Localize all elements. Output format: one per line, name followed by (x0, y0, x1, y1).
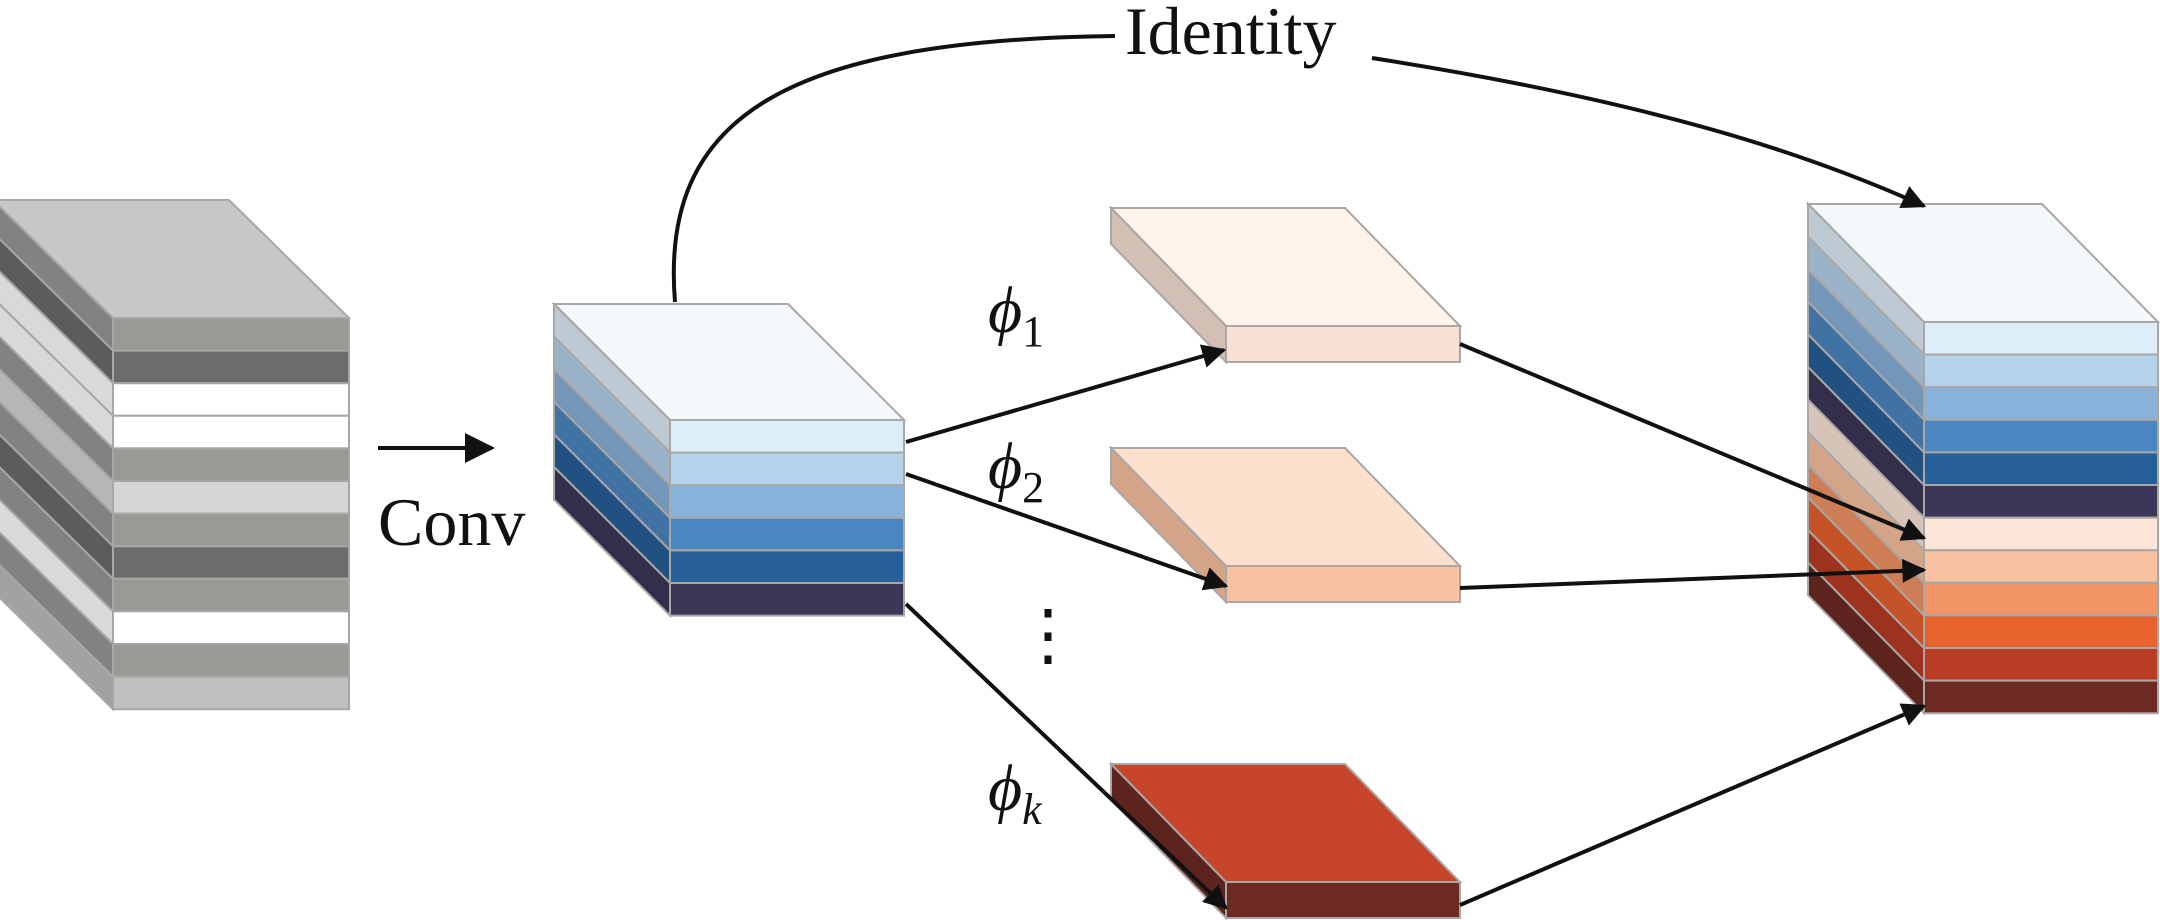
output-feature-stack (1805, 201, 2160, 716)
conv-layer-2-front (669, 451, 905, 487)
input-layer-6-front (112, 480, 350, 515)
input-layer-12-front (112, 675, 350, 711)
input-layer-4-front (112, 414, 350, 450)
input-feature-stack (0, 199, 352, 712)
phi-1-feature-map (1108, 205, 1463, 365)
output-layer-6-front (1923, 484, 2159, 519)
output-layer-1-front (1923, 321, 2159, 356)
output-layer-5-front (1923, 451, 2159, 486)
output-layer-2-front (1923, 353, 2159, 389)
conv-layer-5-front (669, 549, 905, 584)
conv-label: Conv (378, 484, 525, 560)
arrow-to-phi-2 (905, 472, 1229, 591)
conv-layer-6-front (669, 582, 905, 617)
input-layer-2-front (112, 349, 350, 385)
input-layer-9-front (112, 577, 350, 613)
input-layer-7-front (112, 512, 350, 548)
conv-layer-1-front (669, 419, 905, 454)
output-layer-7-front (1923, 516, 2159, 552)
phi-2-label: ϕ2 (988, 430, 1044, 512)
arrow-to-phi-1 (905, 344, 1227, 444)
input-layer-11-front (112, 643, 350, 678)
ellipsis-label: ⋮ (1014, 597, 1082, 673)
phi-2-layer-1-front (1225, 565, 1461, 603)
phi-k-label: ϕk (988, 752, 1043, 834)
output-layer-4-front (1923, 418, 2159, 454)
output-layer-11-front (1923, 647, 2159, 682)
input-layer-1-front (112, 317, 350, 352)
output-layer-10-front (1923, 614, 2159, 649)
conv-feature-stack (551, 301, 907, 619)
output-layer-9-front (1923, 581, 2159, 617)
identity-label: Identity (1125, 0, 1337, 69)
output-layer-12-front (1923, 679, 2159, 715)
arrow-to-phi-k (904, 602, 1228, 910)
identity-arrow (1371, 56, 1927, 209)
arrow-phi-2-to-output (1459, 558, 1927, 590)
input-layer-8-front (112, 545, 350, 580)
input-layer-10-front (112, 610, 350, 645)
phi-1-layer-1-front (1225, 325, 1461, 363)
phi-1-label: ϕ1 (988, 274, 1044, 356)
phi-2-feature-map (1108, 445, 1463, 605)
arrow-phi-1-to-output (1459, 342, 1927, 541)
arrow-phi-k-to-output (1459, 703, 1927, 907)
conv-layer-3-front (669, 484, 905, 519)
input-layer-5-front (112, 447, 350, 482)
output-layer-8-front (1923, 549, 2159, 584)
identity-arc-left (671, 34, 1116, 303)
output-layer-3-front (1923, 386, 2159, 421)
phi-k-layer-1-front (1225, 881, 1461, 919)
input-layer-3-front (112, 382, 350, 417)
phi-k-feature-map (1108, 761, 1463, 920)
conv-layer-4-front (669, 516, 905, 552)
